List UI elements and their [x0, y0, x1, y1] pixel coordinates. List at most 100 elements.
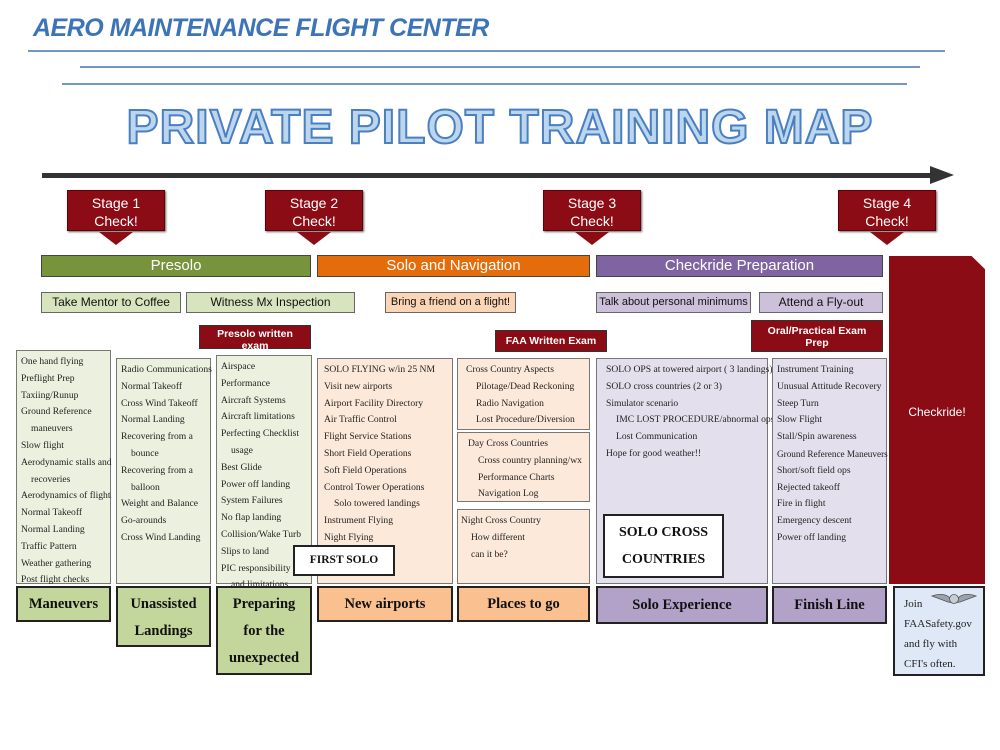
list-item: Recovering from a [121, 464, 193, 476]
list-item: Airspace [221, 361, 256, 372]
list-item: Air Traffic Control [324, 414, 397, 426]
faa-written-exam: FAA Written Exam [495, 330, 607, 352]
join-line-2: FAASafety.gov [904, 618, 972, 630]
list-item: Night Flying [324, 531, 374, 543]
stage-1-pointer [99, 232, 133, 245]
footer-line-2: Landings [134, 623, 193, 639]
list-item: Rejected takeoff [777, 481, 840, 493]
list-item: Emergency descent [777, 515, 852, 527]
list-item: Solo towered landings [334, 498, 420, 510]
phase-solo-navigation: Solo and Navigation [317, 255, 590, 277]
column-maneuvers: One hand flying Preflight Prep Taxiing/R… [16, 350, 112, 585]
list-item: System Failures [221, 495, 283, 507]
list-item: Cross Wind Takeoff [121, 397, 198, 409]
list-item: Flight Service Stations [324, 431, 412, 443]
list-item: Soft Field Operations [324, 464, 407, 476]
list-item: Control Tower Operations [324, 481, 425, 493]
footer-finish-line: Finish Line [772, 586, 887, 624]
list-item: Slow flight [21, 439, 64, 451]
list-item: Day Cross Countries [468, 438, 548, 449]
list-item: Aerodynamic stalls and [21, 456, 112, 468]
column-unassisted-landings: Radio Communications Normal Takeoff Cros… [116, 358, 212, 584]
exam-label-2: Prep [805, 337, 829, 349]
pilot-wings-icon [930, 594, 978, 604]
list-item: can it be? [471, 548, 508, 560]
list-item: Performance Charts [478, 471, 555, 483]
badge-line-2: COUNTRIES [621, 552, 706, 567]
list-item: balloon [131, 481, 160, 493]
list-item: Instrument Flying [324, 515, 394, 527]
first-solo-badge: FIRST SOLO [293, 545, 395, 576]
list-item: Post flight checks [21, 574, 90, 586]
stage-3-check: Stage 3 Check! [543, 190, 641, 231]
list-item: SOLO FLYING w/in 25 NM [324, 364, 435, 375]
exam-label: Presolo written [217, 328, 293, 340]
badge-line-1: SOLO CROSS [618, 525, 709, 540]
list-item: Navigation Log [478, 488, 539, 500]
exam-label-2: exam [241, 340, 269, 352]
list-item: Cross Wind Landing [121, 531, 201, 543]
timeline-line [42, 173, 934, 178]
list-item: and limitations [231, 579, 289, 591]
list-item: Normal Landing [121, 414, 185, 426]
list-item: Taxiing/Runup [21, 389, 79, 401]
list-item: SOLO OPS at towered airport ( 3 landings… [606, 364, 773, 375]
phase-presolo: Presolo [41, 255, 311, 277]
list-item: Cross Country Aspects [466, 364, 554, 375]
list-item: Lost Communication [616, 431, 698, 443]
column-places-day: Day Cross Countries Cross country planni… [457, 432, 590, 502]
list-item: bounce [131, 447, 159, 459]
stage-label: Stage 2 [289, 195, 339, 211]
list-item: Ground Reference [21, 406, 92, 418]
header-rule-2 [80, 66, 920, 68]
list-item: Weather gathering [21, 557, 92, 569]
footer-line-1: Unassisted [130, 596, 197, 612]
list-item: How different [471, 531, 525, 543]
company-name: AERO MAINTENANCE FLIGHT CENTER [33, 14, 489, 42]
footer-line-3: unexpected [228, 650, 300, 666]
list-item: Perfecting Checklist [221, 428, 300, 440]
list-item: Night Cross Country [461, 515, 541, 526]
list-item: Aerodynamics of flight [21, 490, 111, 502]
list-item: Simulator scenario [606, 397, 679, 409]
stage-3-pointer [575, 232, 609, 245]
list-item: Best Glide [221, 461, 262, 473]
list-item: Aircraft limitations [221, 411, 295, 423]
list-item: Performance [221, 377, 271, 389]
stage-check-label: Check! [570, 213, 614, 229]
activity-personal-minimums: Talk about personal minimums [596, 292, 751, 313]
list-item: recoveries [31, 473, 71, 485]
list-item: Traffic Pattern [21, 540, 77, 552]
footer-line-2: for the [243, 623, 285, 639]
list-item: Lost Procedure/Diversion [476, 414, 575, 426]
activity-mentor-coffee: Take Mentor to Coffee [41, 292, 181, 313]
column-places-night: Night Cross Country How different can it… [457, 509, 590, 584]
header-rule-3 [62, 83, 907, 85]
activity-bring-friend: Bring a friend on a flight! [385, 292, 516, 313]
list-item: Radio Navigation [476, 397, 544, 409]
list-item: Power off landing [221, 478, 291, 490]
join-line-1: Join [904, 598, 923, 610]
list-item: Aircraft Systems [221, 394, 286, 406]
checkride-label: Checkride! [908, 405, 966, 419]
list-item: Slips to land [221, 545, 269, 557]
page-title: PRIVATE PILOT TRAINING MAP [126, 100, 874, 155]
footer-maneuvers: Maneuvers [16, 586, 111, 622]
solo-cross-countries-badge: SOLO CROSS COUNTRIES [603, 514, 724, 578]
list-item: usage [231, 444, 253, 456]
list-item: Recovering from a [121, 431, 193, 443]
stage-label: Stage 3 [567, 195, 617, 211]
footer-solo-experience: Solo Experience [596, 586, 768, 624]
checkride-banner [889, 256, 985, 584]
list-item: Hope for good weather!! [606, 447, 702, 459]
stage-4-pointer [870, 232, 904, 245]
list-item: Ground Reference Maneuvers [777, 448, 888, 459]
list-item: SOLO cross countries (2 or 3) [606, 380, 722, 392]
footer-new-airports: New airports [317, 586, 453, 622]
list-item: Airport Facility Directory [324, 397, 424, 409]
footer-places-to-go: Places to go [457, 586, 590, 622]
list-item: IMC LOST PROCEDURE/abnormal ops [616, 414, 775, 426]
